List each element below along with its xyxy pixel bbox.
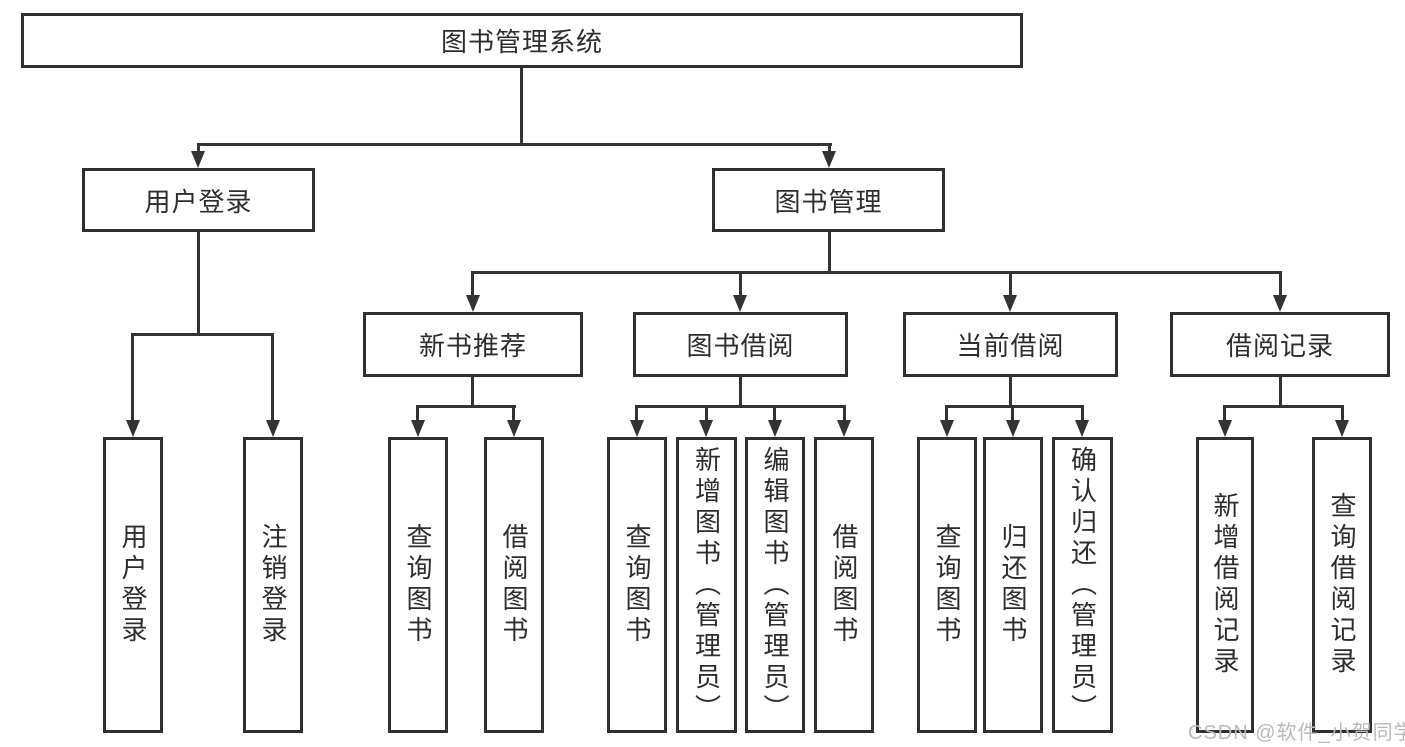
connector-line bbox=[635, 405, 638, 422]
connector-line bbox=[828, 232, 831, 274]
arrow-down-icon bbox=[733, 295, 747, 312]
connector-line bbox=[705, 405, 708, 422]
connector-line bbox=[1009, 271, 1012, 297]
leaf-add-book-admin: 新增图书（管理员） bbox=[676, 437, 737, 733]
leaf-query-book-current: 查询图书 bbox=[917, 437, 977, 733]
node-book-management: 图书管理 bbox=[712, 168, 945, 232]
arrow-down-icon bbox=[768, 420, 782, 437]
csdn-watermark: CSDN @软件_小贺同学 bbox=[1188, 722, 1405, 744]
arrow-down-icon bbox=[1335, 420, 1349, 437]
arrow-down-icon bbox=[1006, 420, 1020, 437]
leaf-confirm-return-admin: 确认归还（管理员） bbox=[1052, 437, 1113, 733]
connector-line bbox=[131, 333, 134, 421]
leaf-query-book-borrow: 查询图书 bbox=[607, 437, 667, 733]
node-book-borrowing: 图书借阅 bbox=[633, 312, 848, 377]
arrow-down-icon bbox=[507, 420, 521, 437]
arrow-down-icon bbox=[411, 420, 425, 437]
leaf-add-borrow-record: 新增借阅记录 bbox=[1196, 437, 1254, 733]
connector-line bbox=[828, 143, 831, 155]
arrow-down-icon bbox=[837, 420, 851, 437]
connector-line bbox=[131, 333, 274, 336]
node-library-management-system: 图书管理系统 bbox=[21, 13, 1023, 68]
connector-line bbox=[416, 405, 419, 422]
connector-line bbox=[271, 333, 274, 421]
connector-line bbox=[773, 405, 776, 422]
connector-line bbox=[197, 143, 832, 146]
connector-line bbox=[1223, 405, 1226, 422]
arrow-down-icon bbox=[466, 295, 480, 312]
connector-line bbox=[471, 271, 1282, 274]
node-borrowing-records: 借阅记录 bbox=[1170, 312, 1390, 377]
connector-line bbox=[945, 405, 948, 422]
connector-line bbox=[416, 405, 516, 408]
leaf-query-book-recommend: 查询图书 bbox=[388, 437, 448, 733]
arrow-down-icon bbox=[126, 420, 140, 437]
arrow-down-icon bbox=[630, 420, 644, 437]
leaf-user-login: 用户登录 bbox=[103, 437, 163, 733]
connector-line bbox=[471, 271, 474, 297]
leaf-borrow-book: 借阅图书 bbox=[814, 437, 874, 733]
connector-line bbox=[197, 143, 200, 155]
leaf-logout: 注销登录 bbox=[243, 437, 303, 733]
connector-line bbox=[520, 68, 523, 146]
arrow-down-icon bbox=[266, 420, 280, 437]
connector-line bbox=[1011, 405, 1014, 422]
leaf-query-borrow-record: 查询借阅记录 bbox=[1312, 437, 1372, 733]
leaf-edit-book-admin: 编辑图书（管理员） bbox=[745, 437, 805, 733]
connector-line bbox=[739, 377, 742, 408]
connector-line bbox=[471, 377, 474, 408]
connector-line bbox=[1279, 377, 1282, 408]
arrow-down-icon bbox=[1075, 420, 1089, 437]
node-new-book-recommendation: 新书推荐 bbox=[363, 312, 583, 377]
node-current-borrowing: 当前借阅 bbox=[903, 312, 1118, 377]
connector-line bbox=[945, 405, 1084, 408]
arrow-down-icon bbox=[1218, 420, 1232, 437]
connector-line bbox=[1279, 271, 1282, 297]
connector-line bbox=[739, 271, 742, 297]
arrow-down-icon bbox=[1273, 295, 1287, 312]
connector-line bbox=[197, 232, 200, 336]
arrow-down-icon bbox=[822, 151, 836, 168]
connector-line bbox=[635, 405, 846, 408]
arrow-down-icon bbox=[191, 151, 205, 168]
connector-line bbox=[843, 405, 846, 422]
arrow-down-icon bbox=[940, 420, 954, 437]
connector-line bbox=[1081, 405, 1084, 422]
connector-line bbox=[1341, 405, 1344, 422]
arrow-down-icon bbox=[699, 420, 713, 437]
leaf-return-book: 归还图书 bbox=[983, 437, 1043, 733]
arrow-down-icon bbox=[1003, 295, 1017, 312]
connector-line bbox=[512, 405, 515, 422]
connector-line bbox=[1223, 405, 1344, 408]
connector-line bbox=[1009, 377, 1012, 408]
leaf-borrow-book-recommend: 借阅图书 bbox=[484, 437, 544, 733]
node-user-login: 用户登录 bbox=[82, 168, 315, 232]
